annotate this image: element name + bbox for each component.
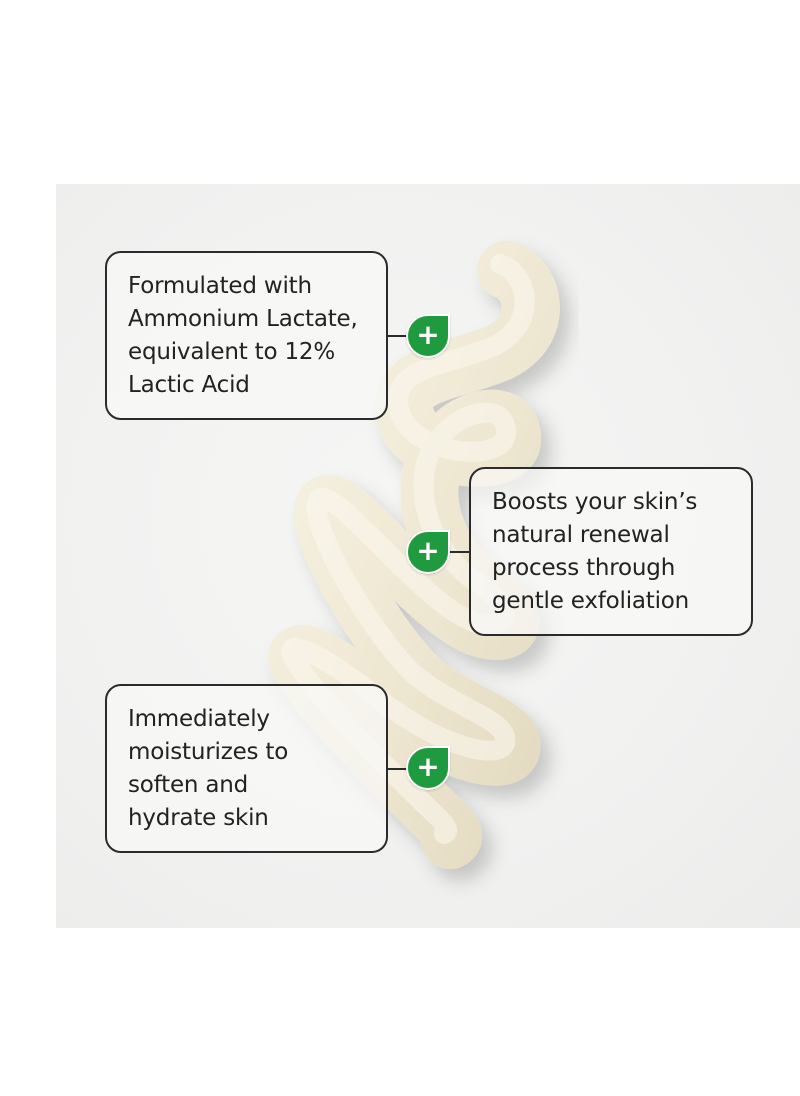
callout-text-line: hydrate skin	[128, 805, 269, 831]
callout-text-line: Ammonium Lactate,	[128, 306, 358, 332]
callout-text-line: Immediately	[128, 706, 270, 732]
callout-text-line: gentle exfoliation	[492, 588, 690, 614]
callout-text-line: natural renewal	[492, 522, 670, 548]
callout-text-line: process through	[492, 555, 676, 581]
callout-text-line: Formulated with	[128, 273, 312, 299]
callout-2-connector	[448, 551, 470, 553]
plus-badge-icon: +	[406, 746, 450, 790]
callout-moisturizes: Immediately moisturizes to soften and hy…	[105, 684, 388, 853]
plus-badge-icon: +	[406, 314, 450, 358]
callout-text-line: Boosts your skin’s	[492, 489, 698, 515]
callout-text-line: soften and	[128, 772, 249, 798]
callout-ammonium-lactate: Formulated with Ammonium Lactate, equiva…	[105, 251, 388, 420]
callout-3-connector	[388, 768, 410, 770]
callout-text-line: moisturizes to	[128, 739, 289, 765]
plus-badge-icon: +	[406, 530, 450, 574]
callout-renewal-process: Boosts your skin’s natural renewal proce…	[469, 467, 753, 636]
callout-1-connector	[388, 335, 410, 337]
callout-text-line: Lactic Acid	[128, 372, 250, 398]
callout-text-line: equivalent to 12%	[128, 339, 335, 365]
